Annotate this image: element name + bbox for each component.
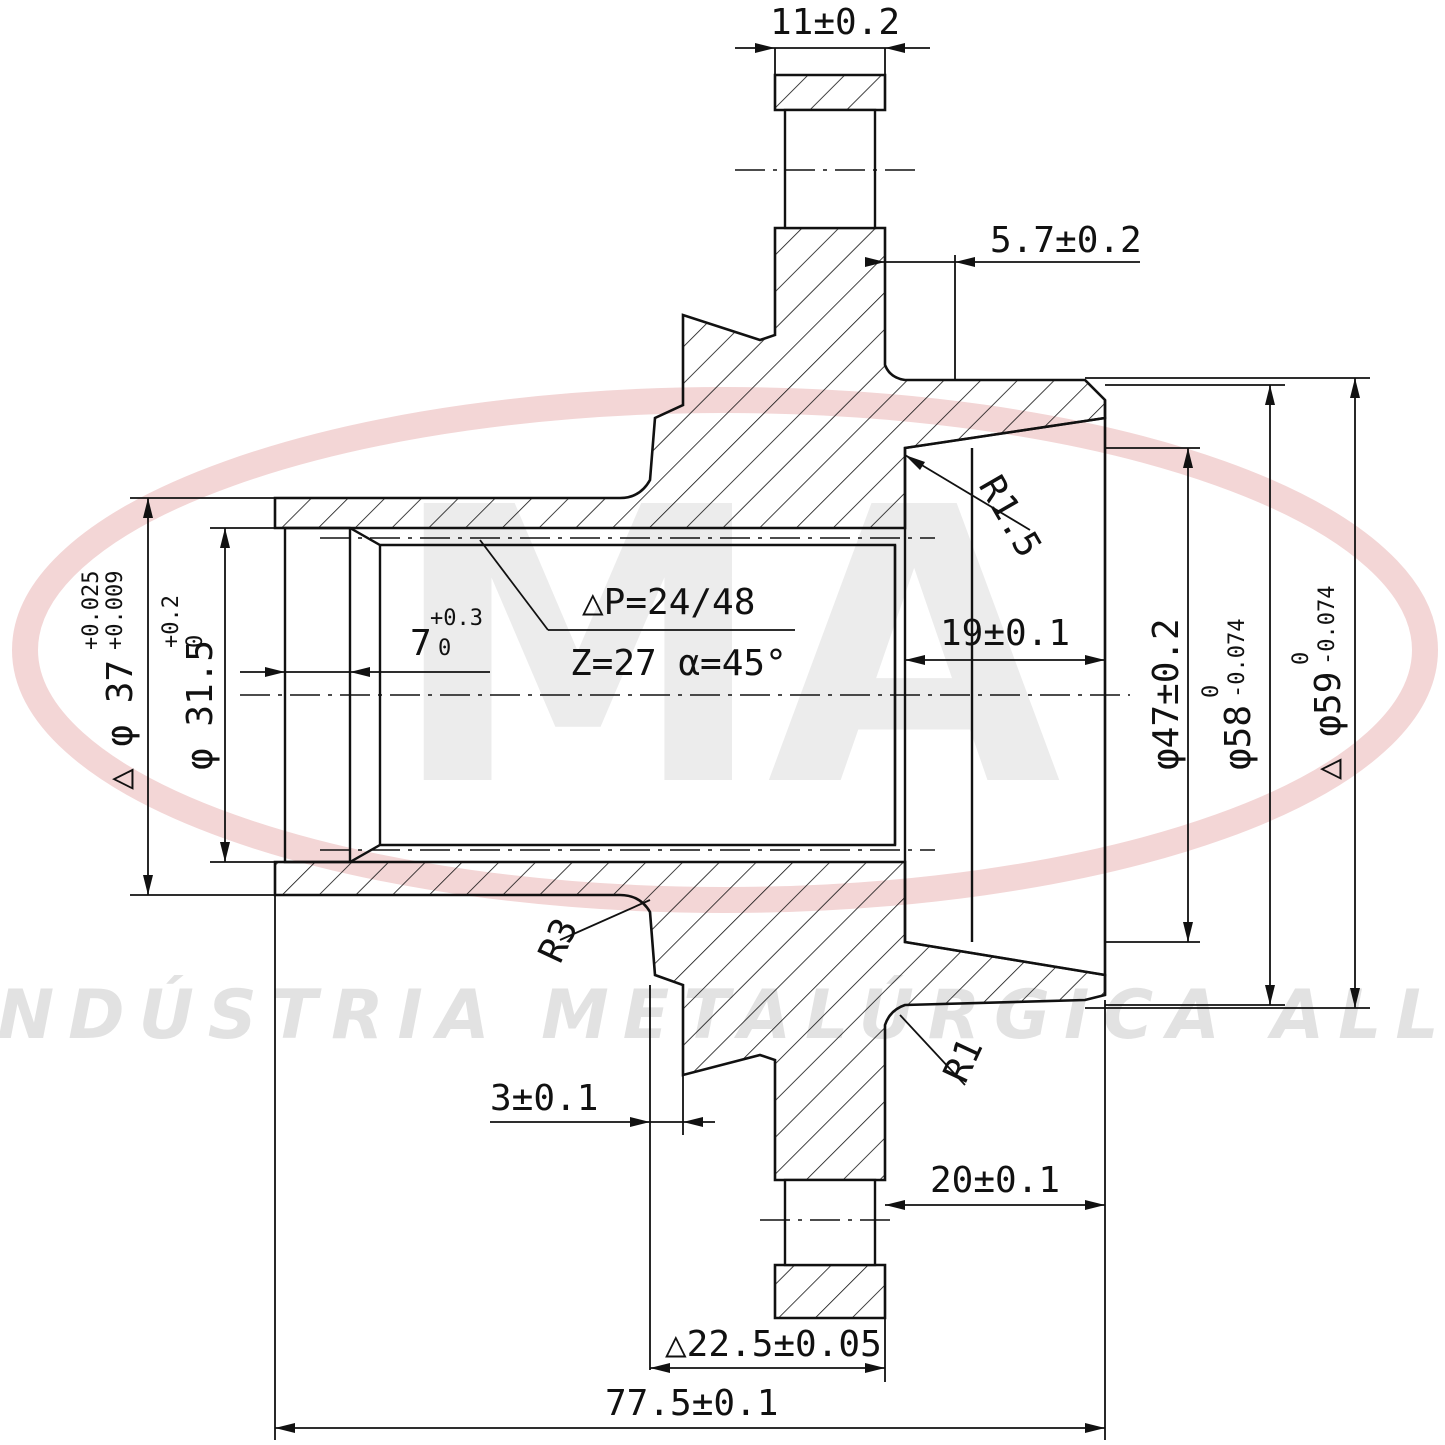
dim-dia-58-tol-top: 0: [1199, 685, 1224, 698]
dim-groove-tol-bottom: 0: [438, 636, 451, 661]
dim-gear-pos: △22.5±0.05: [665, 1324, 882, 1365]
lower-tooth-slot: [783, 1178, 877, 1267]
dim-dia-58: φ58: [1218, 705, 1259, 770]
gear-pitch: △P=24/48: [582, 582, 755, 623]
dimension-texts: 11±0.2 5.7±0.2 +0.3 0 7 △P=24/48 Z=27 α=…: [79, 2, 1349, 1424]
dim-dia-59-tol-bottom: -0.074: [1315, 586, 1340, 665]
dim-groove-tol-top: +0.3: [430, 606, 483, 631]
radius-r3: R3: [531, 912, 586, 969]
dim-flange-thk: 3±0.1: [490, 1078, 598, 1119]
dim-dia-31: φ 31.5: [180, 640, 221, 770]
dim-dia-37-tol-bottom: +0.009: [103, 571, 128, 650]
lower-section: [273, 860, 1107, 1182]
arrowheads: [143, 43, 1360, 1433]
dim-top-width: 11±0.2: [770, 2, 900, 43]
dim-dia-47: φ47±0.2: [1146, 618, 1187, 770]
centre-lines: [240, 169, 1130, 1221]
dim-dia-31-tol-bottom: 0: [183, 635, 208, 648]
dim-dia-37: △ φ 37: [100, 660, 141, 790]
dim-dia-59: △ φ59: [1308, 672, 1349, 780]
dim-groove-nominal: 7: [410, 623, 432, 664]
gear-teeth: Z=27 α=45°: [570, 643, 787, 684]
dim-dia-31-tol-top: +0.2: [159, 595, 184, 648]
upper-tooth: [773, 73, 887, 112]
dim-overall: 77.5±0.1: [605, 1383, 778, 1424]
upper-tooth-slot: [783, 108, 877, 230]
lower-tooth: [773, 1263, 887, 1320]
part-section: [273, 73, 1107, 1320]
dim-hub-width: 20±0.1: [930, 1160, 1060, 1201]
part-outline: [283, 108, 1107, 1267]
dim-shoulder: 5.7±0.2: [990, 220, 1142, 261]
dim-dia-37-tol-top: +0.025: [79, 571, 104, 650]
dim-bore-depth: 19±0.1: [940, 613, 1070, 654]
upper-section: [273, 226, 1107, 530]
dim-dia-59-tol-top: 0: [1289, 652, 1314, 665]
dim-dia-58-tol-bottom: -0.074: [1225, 619, 1250, 698]
